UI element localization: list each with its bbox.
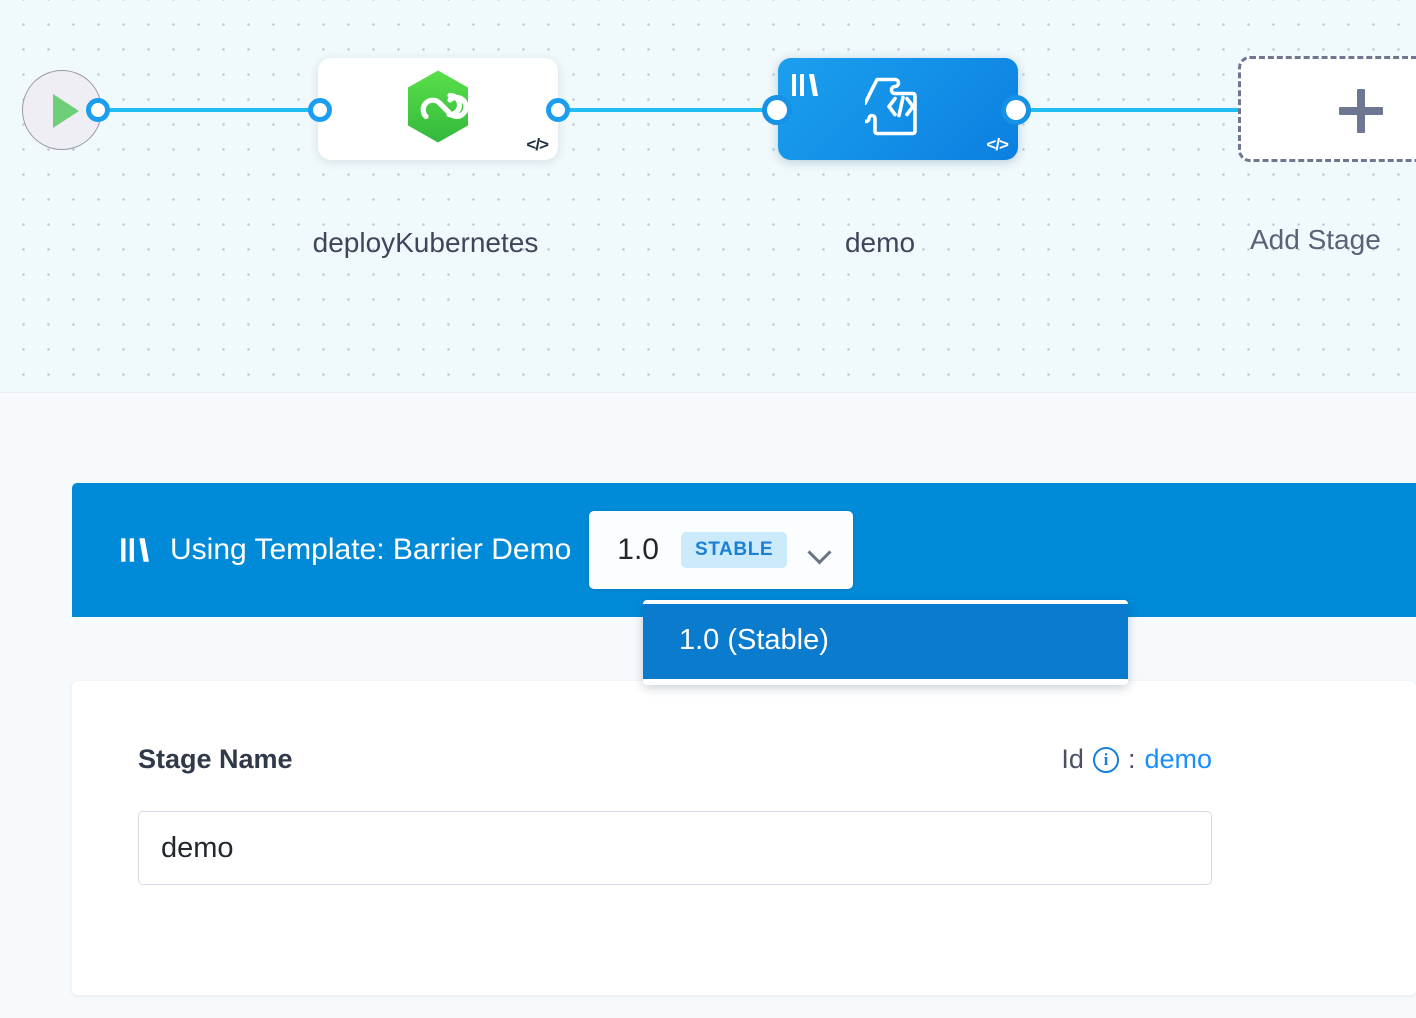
code-view-icon[interactable]: </> [526, 135, 549, 154]
harness-cd-hexagon-icon [404, 69, 472, 150]
plus-icon [1337, 87, 1385, 135]
template-banner-text: Using Template: Barrier Demo [170, 533, 572, 566]
add-stage-button[interactable] [1238, 56, 1416, 162]
connector-start-to-deploy [92, 108, 332, 112]
stage-config-panel: Using Template: Barrier Demo 1.0 STABLE … [0, 394, 1416, 1018]
stage-node-demo[interactable]: </> [778, 58, 1018, 160]
add-stage-label: Add Stage [1250, 224, 1381, 255]
stage-id-label: Id [1061, 744, 1084, 774]
template-banner: Using Template: Barrier Demo 1.0 STABLE [72, 483, 1416, 617]
connector-demo-to-add [1000, 108, 1250, 112]
info-icon[interactable]: i [1092, 746, 1119, 773]
dropdown-option-1[interactable]: 1.0 (Stable) [643, 604, 1128, 679]
stage-id-row: Id i : demo [1061, 744, 1212, 775]
play-icon [53, 94, 79, 128]
stage-name-header-row: Stage Name Id i : demo [138, 744, 1212, 775]
template-bars-icon [789, 70, 819, 105]
stage-name-input[interactable] [138, 811, 1212, 885]
stage-label-deploy-kubernetes: deployKubernetes [312, 227, 539, 258]
port-start-out[interactable] [86, 98, 110, 122]
stage-name-label: Stage Name [138, 744, 293, 774]
code-view-icon-demo[interactable]: </> [986, 135, 1009, 154]
stage-id-value[interactable]: demo [1144, 744, 1212, 774]
connector-deploy-to-demo [545, 108, 795, 112]
pipeline-canvas[interactable]: </> </> [0, 0, 1416, 393]
port-demo-out[interactable] [1006, 100, 1026, 120]
port-demo-in[interactable] [767, 100, 787, 120]
template-bars-icon-banner [118, 534, 150, 566]
stage-label-demo: demo [844, 227, 916, 258]
template-puzzle-code-icon [861, 76, 931, 143]
template-version-select[interactable]: 1.0 STABLE [589, 511, 854, 589]
template-version-dropdown[interactable]: 1.0 (Stable) [643, 600, 1128, 685]
port-deploy-in[interactable] [308, 98, 332, 122]
chevron-down-icon[interactable] [809, 544, 831, 557]
stage-id-separator: : [1127, 744, 1136, 774]
stage-details-card: Stage Name Id i : demo [72, 681, 1416, 995]
template-version-value: 1.0 [617, 533, 659, 566]
stable-badge: STABLE [680, 532, 788, 568]
port-deploy-out[interactable] [546, 98, 570, 122]
stage-node-deploy-kubernetes[interactable]: </> [318, 58, 558, 160]
